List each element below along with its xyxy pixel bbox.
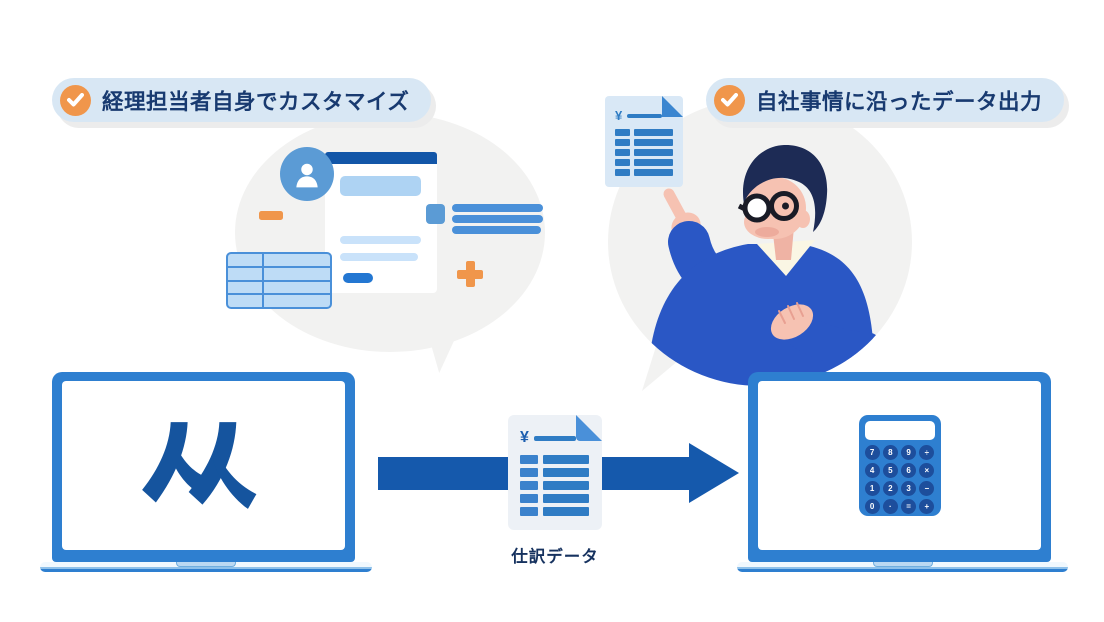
calc-button-÷: ÷ — [919, 445, 935, 460]
text-line — [340, 253, 418, 261]
table-cell — [228, 254, 262, 266]
journal-document-icon: ¥ — [508, 415, 602, 530]
hair — [743, 144, 828, 232]
forearm — [784, 313, 884, 368]
table-cell — [228, 281, 262, 294]
page-fold — [662, 96, 683, 117]
list-bullet-square — [426, 204, 445, 224]
calc-display — [864, 421, 935, 440]
calc-button-6: 6 — [901, 463, 917, 478]
calc-button-0: 0 — [864, 499, 880, 514]
check-icon — [714, 84, 745, 116]
calc-button-3: 3 — [901, 481, 917, 496]
invoice-title-line — [533, 435, 576, 441]
calc-button-8: 8 — [882, 445, 898, 460]
page-fold — [576, 415, 602, 441]
journal-data-label: 仕訳データ — [511, 548, 599, 566]
calc-button-×: × — [919, 463, 935, 478]
flow-arrow-head — [689, 443, 739, 503]
laptop-base — [40, 562, 372, 572]
eye-pupil — [782, 202, 789, 210]
yen-symbol: ¥ — [520, 429, 529, 446]
badge-label: 自社事情に沿ったデータ出力 — [756, 89, 1043, 114]
invoice-rows — [520, 455, 589, 516]
invoice-icon-small: ¥ — [605, 96, 683, 187]
company-logo — [142, 422, 257, 509]
badge-data-output: 自社事情に沿ったデータ出力 — [706, 78, 1065, 122]
minus-icon — [259, 211, 283, 220]
calc-button-=: = — [901, 499, 917, 514]
table-cell — [263, 267, 330, 280]
input-field — [340, 176, 421, 196]
calc-button-·: · — [882, 499, 898, 514]
table-cell — [263, 254, 330, 266]
data-table — [226, 252, 332, 309]
laptop-notch — [176, 562, 236, 567]
invoice-rows — [615, 129, 673, 176]
calc-button-1: 1 — [864, 481, 880, 496]
list-line — [452, 204, 543, 212]
calc-button-−: − — [919, 481, 935, 496]
table-cell — [263, 281, 330, 294]
calc-button-+: + — [919, 499, 935, 514]
table-cell — [228, 267, 262, 280]
list-line — [452, 226, 541, 234]
badge-customize: 経理担当者自身でカスタマイズ — [52, 78, 432, 122]
text-line — [340, 236, 421, 244]
yen-symbol: ¥ — [615, 108, 623, 123]
open-hand — [770, 302, 814, 340]
calc-button-4: 4 — [864, 463, 880, 478]
avatar — [280, 147, 334, 201]
calc-button-7: 7 — [864, 445, 880, 460]
invoice-title-line — [627, 113, 663, 118]
calc-button-5: 5 — [882, 463, 898, 478]
table-cell — [228, 295, 262, 307]
badge-label: 経理担当者自身でカスタマイズ — [102, 89, 410, 114]
laptop-screen — [62, 381, 345, 550]
table-cell — [263, 295, 330, 307]
calc-button-2: 2 — [882, 481, 898, 496]
person-icon — [296, 163, 318, 188]
person-illustration — [648, 144, 884, 386]
check-icon — [60, 84, 91, 116]
settings-card — [325, 152, 437, 293]
laptop-notch — [872, 562, 933, 567]
list-line — [452, 215, 543, 223]
laptop-base — [737, 562, 1068, 572]
plus-icon — [457, 261, 483, 287]
laptop-source — [52, 372, 355, 562]
speech-bubble-right — [608, 98, 912, 386]
primary-button — [343, 273, 373, 283]
calc-button-9: 9 — [901, 445, 917, 460]
card-header-bar — [325, 152, 437, 164]
